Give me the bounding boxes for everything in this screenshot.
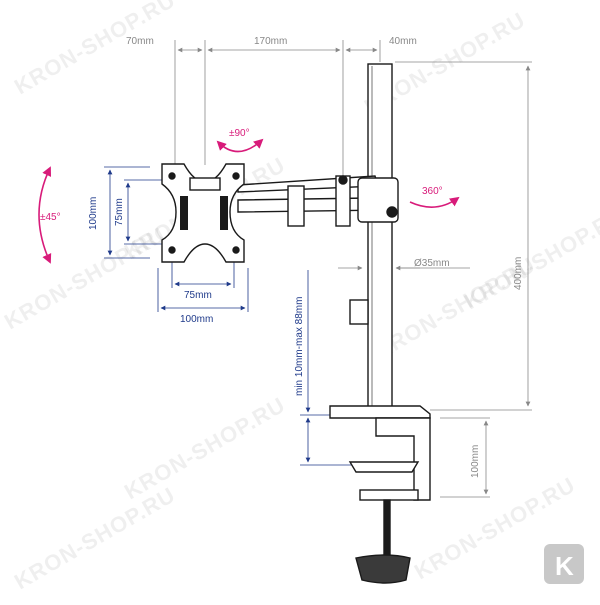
clamp-jaw (348, 461, 420, 473)
dim-arm-length-label: 170mm (254, 36, 287, 47)
dim-pole-diameter-label: Ø35mm (414, 258, 450, 269)
vertical-pole (367, 63, 393, 411)
clamp-bottom-plate (359, 489, 419, 501)
watermark-text: KRON-SHOP.RU (120, 392, 290, 504)
rotation-indicators: ±45° ±90° 360° (38, 128, 460, 264)
extension-lines (174, 40, 532, 498)
swivel-range-label: ±90° (229, 128, 250, 139)
dim-total-height-label: 400mm (513, 257, 524, 290)
top-dimensions: 70mm 170mm 40mm (126, 36, 417, 53)
height-dimension: 400mm (513, 65, 531, 407)
tilt-range-label: ±45° (40, 212, 61, 223)
watermark-text: KRON-SHOP.RU (0, 222, 170, 334)
swivel-arrow-icon (216, 138, 264, 153)
dim-vesa-outer-height-label: 100mm (88, 197, 99, 230)
pivot-arrow-icon (409, 196, 460, 208)
dim-vesa-inner-height-label: 75mm (114, 198, 125, 226)
kron-logo: K (544, 544, 584, 584)
arm-clip (287, 185, 305, 227)
clamp-top-plate (329, 405, 431, 419)
watermark-text: KRON-SHOP.RU (10, 0, 180, 99)
dim-pole-offset-label: 40mm (389, 36, 417, 47)
pole-diameter-dimension: Ø35mm (338, 258, 470, 271)
clamp-dimension: 100mm (470, 420, 489, 495)
vesa-dimensions: 100mm 75mm 75mm 100mm (88, 166, 249, 325)
clamp-screw (383, 499, 391, 559)
vesa-plate-tab (189, 177, 221, 191)
dim-arm-offset-label: 70mm (126, 36, 154, 47)
pivot-range-label: 360° (422, 186, 443, 197)
logo-letter: K (555, 551, 574, 581)
pole-collar (349, 299, 369, 325)
clamp-body (375, 417, 431, 501)
dim-vesa-outer-width-label: 100mm (180, 314, 213, 325)
watermark-text: KRON-SHOP.RU (460, 202, 600, 314)
dim-vesa-inner-width-label: 75mm (184, 290, 212, 301)
dim-desk-thickness-label: min 10mm-max 88mm (294, 297, 305, 396)
watermark-text: KRON-SHOP.RU (10, 482, 180, 594)
monitor-arm-hardware (161, 63, 431, 584)
clamp-knob (355, 554, 411, 584)
dim-clamp-height-label: 100mm (470, 445, 481, 478)
tilt-arrow-icon (38, 166, 52, 264)
desk-thickness-dimension: min 10mm-max 88mm (294, 270, 360, 466)
